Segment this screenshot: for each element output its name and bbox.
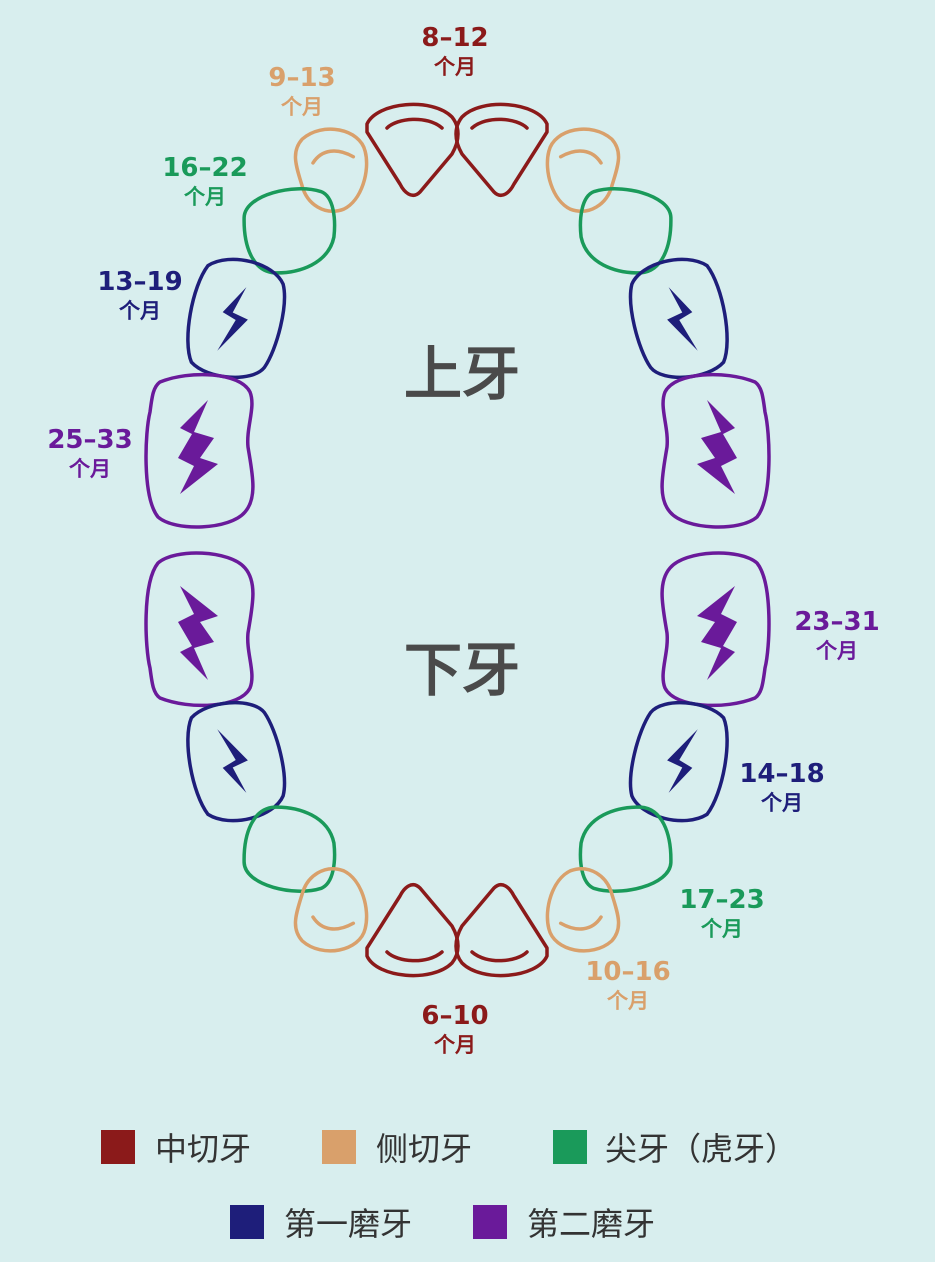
tooth-lower-second-molar-right xyxy=(660,551,771,708)
age-range: 6–10 xyxy=(421,1001,488,1031)
label-lower-central: 6–10 个月 xyxy=(421,1001,488,1057)
label-upper-second-molar: 25–33 个月 xyxy=(47,425,132,481)
legend-swatch-central xyxy=(101,1130,135,1164)
legend-item-first-molar: 第一磨牙 xyxy=(230,1205,412,1243)
legend-label-canine: 尖牙（虎牙） xyxy=(605,1130,797,1168)
tooth-upper-second-molar-right xyxy=(660,372,771,529)
legend-label-first-molar: 第一磨牙 xyxy=(284,1205,412,1243)
legend: 中切牙 侧切牙 尖牙（虎牙） 第一磨牙 第二磨牙 xyxy=(101,1130,797,1243)
age-range: 9–13 xyxy=(268,63,335,93)
age-unit: 个月 xyxy=(281,95,323,119)
age-range: 14–18 xyxy=(739,759,824,789)
label-lower-canine: 17–23 个月 xyxy=(679,885,764,941)
legend-label-central: 中切牙 xyxy=(155,1130,251,1168)
legend-label-second-molar: 第二磨牙 xyxy=(527,1205,655,1243)
legend-swatch-lateral xyxy=(322,1130,356,1164)
label-lower-first-molar: 14–18 个月 xyxy=(739,759,824,815)
legend-item-lateral: 侧切牙 xyxy=(322,1130,472,1168)
label-upper-central: 8–12 个月 xyxy=(421,23,488,79)
age-range: 23–31 xyxy=(794,607,879,637)
label-lower-lateral: 10–16 个月 xyxy=(585,957,670,1013)
age-unit: 个月 xyxy=(119,299,161,323)
label-upper-canine: 16–22 个月 xyxy=(162,153,247,209)
tooth-upper-central-left xyxy=(365,102,460,198)
age-unit: 个月 xyxy=(434,1033,476,1057)
upper-arch-label: 上牙 xyxy=(404,340,520,408)
age-range: 17–23 xyxy=(679,885,764,915)
age-unit: 个月 xyxy=(701,917,743,941)
age-unit: 个月 xyxy=(184,185,226,209)
label-upper-lateral: 9–13 个月 xyxy=(268,63,335,119)
tooth-upper-second-molar-left xyxy=(144,372,255,529)
legend-item-canine: 尖牙（虎牙） xyxy=(553,1130,797,1168)
legend-swatch-canine xyxy=(553,1130,587,1164)
age-unit: 个月 xyxy=(434,55,476,79)
age-range: 16–22 xyxy=(162,153,247,183)
age-unit: 个月 xyxy=(761,791,803,815)
legend-swatch-second-molar xyxy=(473,1205,507,1239)
age-unit: 个月 xyxy=(69,457,111,481)
tooth-upper-central-right xyxy=(454,102,549,198)
legend-label-lateral: 侧切牙 xyxy=(376,1130,472,1168)
label-lower-second-molar: 23–31 个月 xyxy=(794,607,879,663)
age-range: 25–33 xyxy=(47,425,132,455)
tooth-lower-central-right xyxy=(454,882,549,978)
tooth-lower-second-molar-left xyxy=(144,551,255,708)
tooth-upper-first-molar-left xyxy=(180,252,292,386)
label-upper-first-molar: 13–19 个月 xyxy=(97,267,182,323)
legend-item-second-molar: 第二磨牙 xyxy=(473,1205,655,1243)
tooth-lower-central-left xyxy=(365,882,460,978)
age-unit: 个月 xyxy=(607,989,649,1013)
age-range: 8–12 xyxy=(421,23,488,53)
lower-arch-label: 下牙 xyxy=(404,636,520,704)
age-range: 10–16 xyxy=(585,957,670,987)
legend-item-central: 中切牙 xyxy=(101,1130,251,1168)
tooth-upper-first-molar-right xyxy=(623,252,735,386)
legend-swatch-first-molar xyxy=(230,1205,264,1239)
age-unit: 个月 xyxy=(816,639,858,663)
age-range: 13–19 xyxy=(97,267,182,297)
